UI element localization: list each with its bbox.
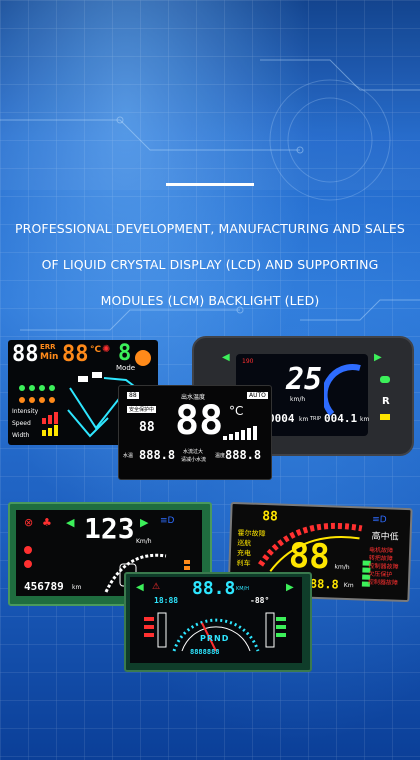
lcd1-intensity: Intensity [12,408,39,415]
lcd2-safe: 安全保护中 [127,406,157,413]
tagline-line-2: OF LIQUID CRYSTAL DISPLAY (LCD) AND SUPP… [41,257,379,272]
lcd5-odo: 88.8 [309,576,340,592]
lcd6-warn-icon: ⚠ [152,582,161,592]
lcd6-unit: KM/H [236,586,250,592]
engine-icon [380,414,390,420]
lcd1-mode: Mode [116,364,136,372]
sun-icon: ✺ [102,344,111,355]
lcd-panel-water-heater: 88 AUTO 出水温度 安全保护中 88 88 °C 水温 888.8 水流过… [118,385,272,480]
lcd2-auto: AUTO [247,392,268,399]
lcd6-deg: -88° [250,596,270,605]
lcd2-chinese2: 请减小水流 [181,457,207,463]
lcd2-label1: 水温 [123,453,134,459]
lcd2-val1: 888.8 [139,448,176,462]
lcd2-val2: 888.8 [225,448,262,462]
right-arrow-icon: ▶ [374,352,382,363]
lcd6-right-arrow-icon: ▶ [286,582,294,593]
left-arrow-icon: ◀ [222,352,230,363]
lcd2-temp-small: 88 [139,420,155,435]
lcd4-left-arrow-icon: ◀ [66,516,75,529]
head-icon [135,350,151,366]
lcd2-big: 88 [175,398,224,444]
lcd4-person-icon: ♣ [42,516,52,529]
lcd5-row3a: 充电 [236,549,252,558]
lcd6-bottom: 8888888 [190,648,220,656]
lcd4-warning-icon: ⊗ [24,516,34,529]
lcd4-speed: 123 [84,512,135,545]
level-bars [223,426,257,440]
lcd5-row2a: 巡航 [237,539,252,548]
lcd5-arc [257,523,371,587]
lcd2-chinese1: 水流过大 [183,449,204,455]
lcd6-big: 88.8 [192,578,236,599]
lcd4-unit: Km/h [136,538,152,545]
lcd3-trip: TRIP [310,416,322,422]
lcd4-right-arrow-icon: ▶ [140,516,149,529]
lcd1-err: ERR [40,343,56,351]
lcd3-odo-unit: km [299,416,309,423]
lcd6-time: 18:88 [154,596,179,605]
lcd5-row5: 控制器故障 [367,578,399,587]
lcd1-unit: °C [90,345,102,355]
lcd3-trip-val: 004.1 [324,412,358,425]
lcd4-odo-unit: km [72,584,82,591]
lcd2-title: 出水温度 [181,394,206,401]
tagline-line-1: PROFESSIONAL DEVELOPMENT, MANUFACTURING … [15,221,405,236]
speed-arc [324,364,361,417]
lcd1-temp: 88 [62,342,89,367]
tagline-line-3: MODULES (LCM) BACKLIGHT (LED) [100,293,320,308]
headlight-icon [380,376,390,383]
lcd-panel-ebike: 88 ≡D 高中低 霍尔故障 巡航 充电 刹车 电机故障 转把故障 控制器故障 … [227,501,413,603]
lcd3-small: 190 [242,358,254,365]
lcd1-digits: 88 [12,342,39,367]
lcd4-beam-icon: ≡D [160,516,175,526]
lcd6-prnd: PRND [200,634,230,643]
lcd2-unit: °C [229,404,244,418]
lcd1-speed: Speed [12,420,31,427]
title-divider [166,183,254,186]
lcd-panel-motorcycle: ◀ ⚠ 88.8 KM/H ▶ 18:88 -88° PRND 8888888 [124,572,312,672]
lcd1-mode-digit: 8 [118,341,132,366]
lcd3-odo: 0004 [268,412,295,425]
lcd4-odo: 456789 [24,580,64,593]
lcd3-speed-unit: km/h [290,396,306,403]
lcd2-label2: 温度 [215,453,226,459]
lcd5-row4a: 刹车 [236,559,251,568]
lcd3-r: R [382,396,390,407]
lcd5-zh1: 高中低 [371,531,399,543]
lcd3-trip-unit: km [360,416,370,423]
lcd6-gauge [144,612,286,652]
lcd5-speed-unit: km/h [334,563,350,572]
lcd3-speed: 25 [286,362,323,397]
lcd2-mode-badge: 88 [127,392,139,399]
lcd1-width: Width [12,432,30,439]
lcd5-odo-unit: Km [343,581,354,590]
lcd6-left-arrow-icon: ◀ [136,582,144,593]
lcd1-min: Min [40,352,59,362]
